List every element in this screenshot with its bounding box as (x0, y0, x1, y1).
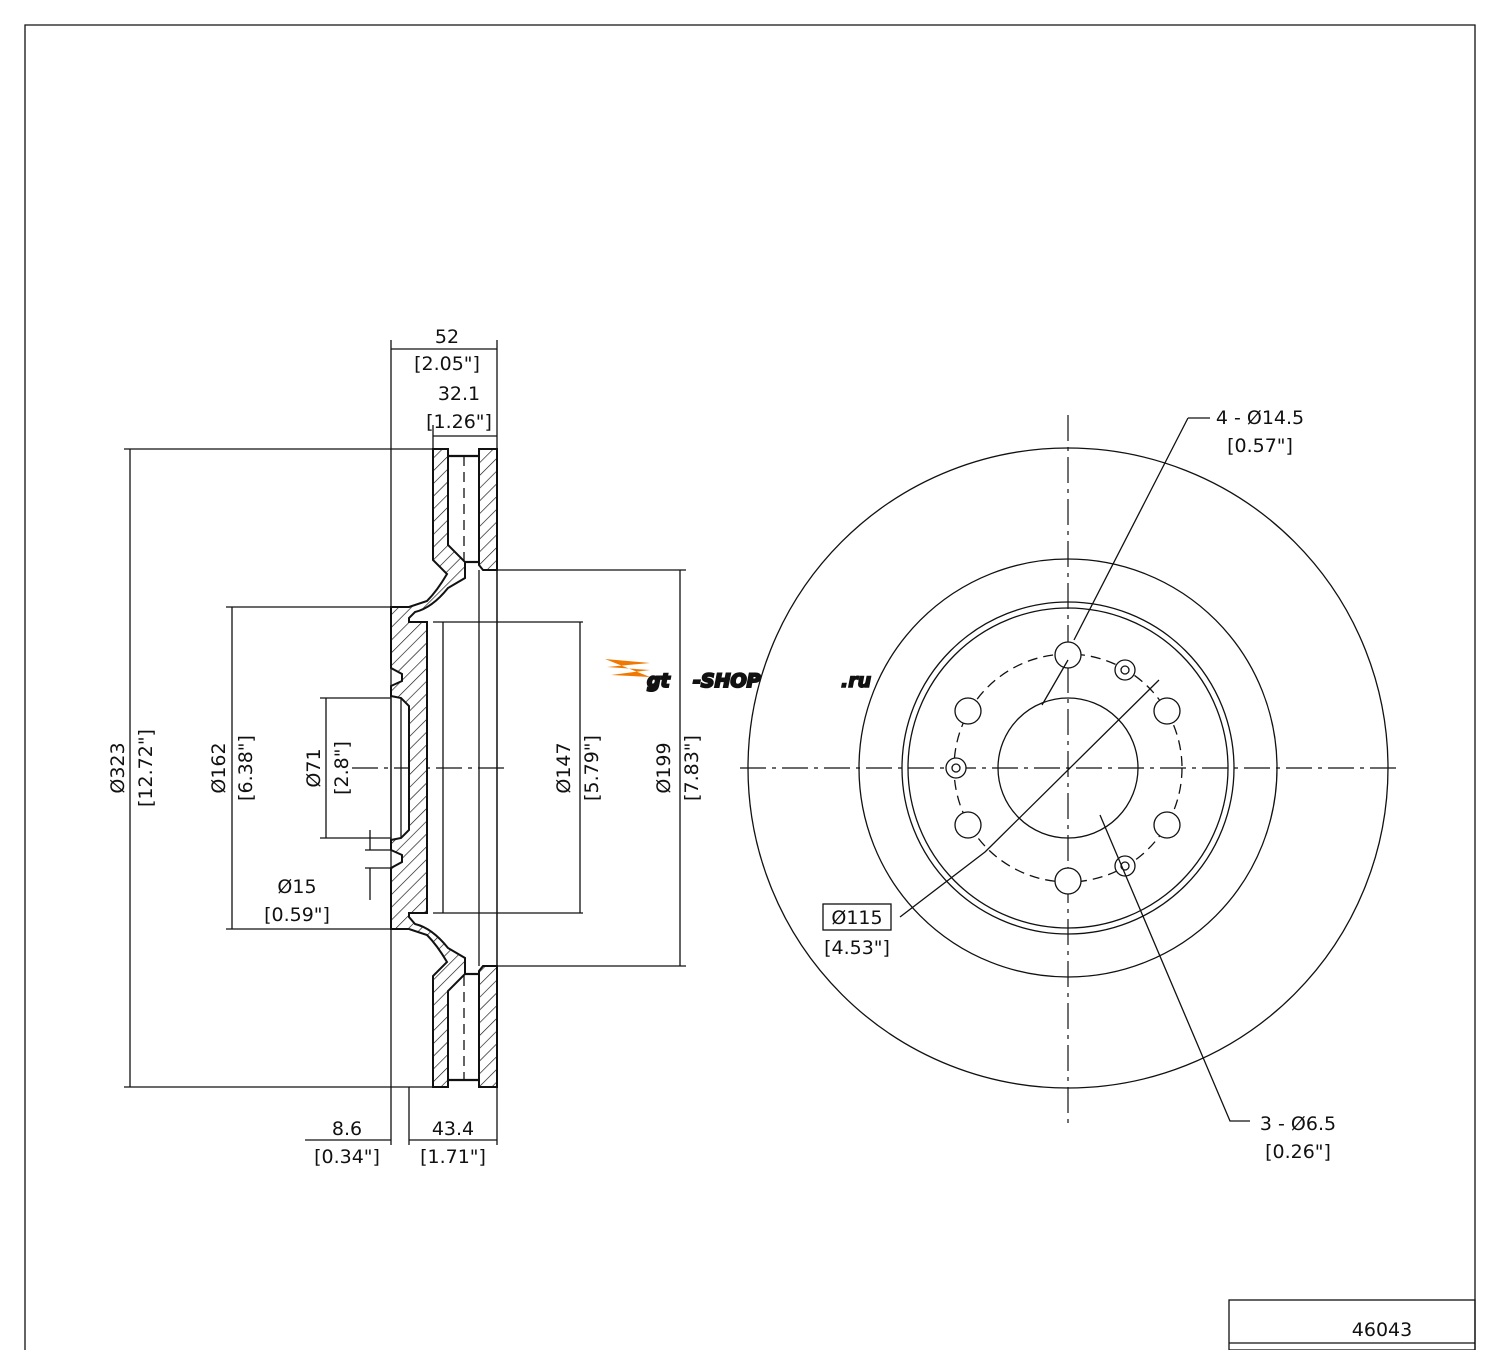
dim-hat-diameter: Ø162 (208, 742, 230, 793)
dim-hat-depth: 43.4 (432, 1118, 474, 1140)
dim-small-holes: 3 - Ø6.5 (1260, 1113, 1336, 1135)
dim-thickness-in: [1.26"] (426, 411, 492, 433)
dim-pilot-hole-in: [0.59"] (264, 904, 330, 926)
dim-bolt-circle-in: [4.53"] (824, 937, 890, 959)
part-number: 46043 (1352, 1319, 1412, 1341)
dim-outer-diameter-in: [12.72"] (135, 729, 157, 807)
section-view (124, 340, 686, 1145)
dim-hat-diameter-in: [6.38"] (235, 735, 257, 801)
front-view (740, 415, 1400, 1125)
dim-inner-hat: Ø147 (553, 742, 575, 793)
dim-outer-diameter: Ø323 (107, 742, 129, 793)
dim-pilot-hole: Ø15 (277, 876, 316, 898)
dim-thickness: 32.1 (438, 383, 480, 405)
dim-hat-depth-in: [1.71"] (420, 1146, 486, 1168)
gt-shop-logo: gt -SHOP .ru (605, 659, 872, 693)
svg-text:gt: gt (647, 670, 671, 692)
drawing-frame (24, 24, 1476, 1350)
dim-overall-width: 52 (435, 326, 459, 348)
dim-friction-inner: Ø199 (653, 742, 675, 793)
title-block (1228, 1299, 1476, 1350)
svg-text:.ru: .ru (841, 670, 871, 692)
dim-overall-width-in: [2.05"] (414, 353, 480, 375)
dim-bolt-holes: 4 - Ø14.5 (1216, 407, 1304, 429)
dim-bolt-circle: Ø115 (831, 907, 882, 929)
dim-center-bore-in: [2.8"] (331, 741, 353, 795)
dim-hat-thickness-in: [0.34"] (314, 1146, 380, 1168)
dim-friction-inner-in: [7.83"] (681, 735, 703, 801)
dim-hat-thickness: 8.6 (332, 1118, 362, 1140)
svg-text:-SHOP: -SHOP (693, 670, 761, 692)
dim-center-bore: Ø71 (303, 748, 325, 787)
dim-bolt-holes-in: [0.57"] (1227, 435, 1293, 457)
dim-small-holes-in: [0.26"] (1265, 1141, 1331, 1163)
dim-inner-hat-in: [5.79"] (581, 735, 603, 801)
